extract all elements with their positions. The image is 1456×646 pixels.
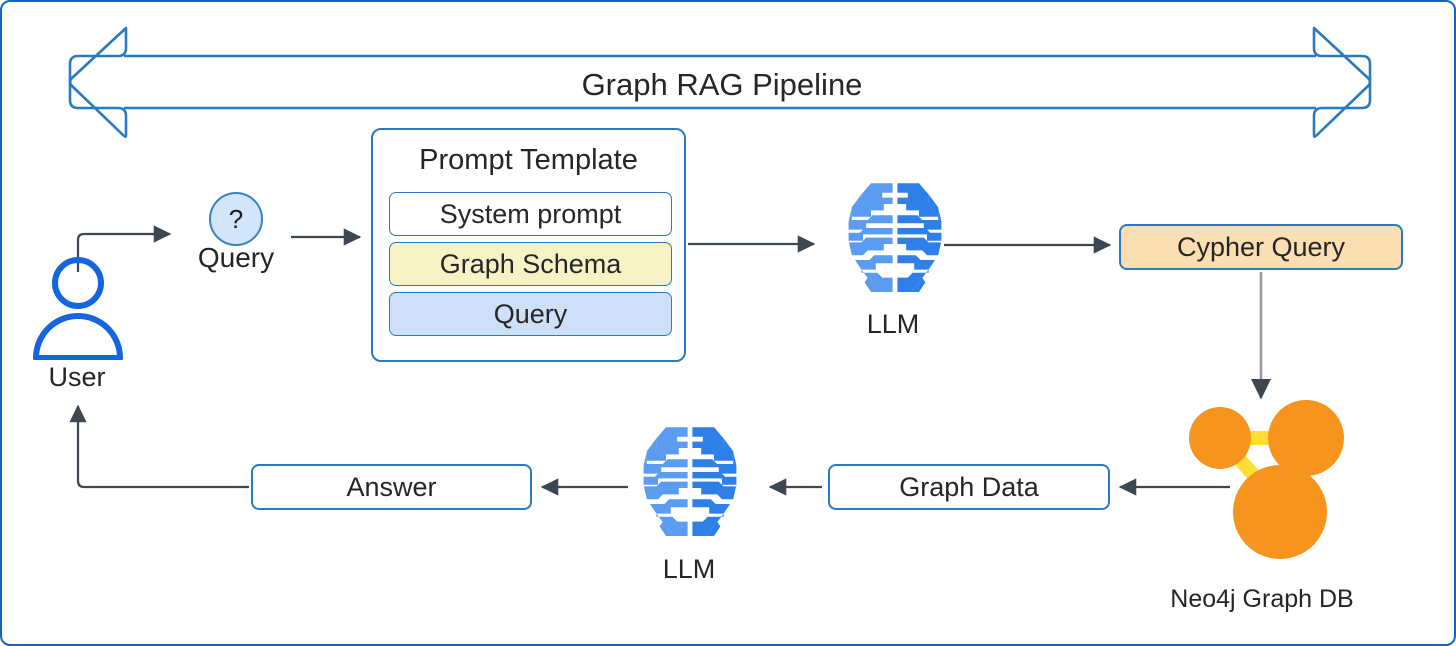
prompt-row-graph-schema[interactable]: Graph Schema xyxy=(389,242,672,286)
brain-icon xyxy=(848,183,942,292)
answer-box[interactable]: Answer xyxy=(251,464,532,510)
user-person-icon xyxy=(33,257,123,360)
prompt-template-box[interactable]: Prompt Template System prompt Graph Sche… xyxy=(371,128,686,362)
prompt-template-title: Prompt Template xyxy=(419,143,638,176)
cypher-query-box[interactable]: Cypher Query xyxy=(1119,224,1403,270)
neo4j-label: Neo4j Graph DB xyxy=(1170,584,1354,613)
pipeline-title: Graph RAG Pipeline xyxy=(581,66,863,102)
brain-icon xyxy=(643,427,737,536)
graph-data-box[interactable]: Graph Data xyxy=(828,464,1110,510)
graph-nodes-icon xyxy=(1189,400,1344,559)
llm-bottom-label: LLM xyxy=(662,553,716,584)
user-label: User xyxy=(48,361,106,392)
prompt-row-system-prompt[interactable]: System prompt xyxy=(389,192,672,236)
prompt-row-query[interactable]: Query xyxy=(389,292,672,336)
query-label: Query xyxy=(197,242,275,273)
llm-top-label: LLM xyxy=(866,308,920,339)
pipeline-banner-arrow xyxy=(68,26,1372,138)
query-badge[interactable]: ? xyxy=(209,192,263,246)
